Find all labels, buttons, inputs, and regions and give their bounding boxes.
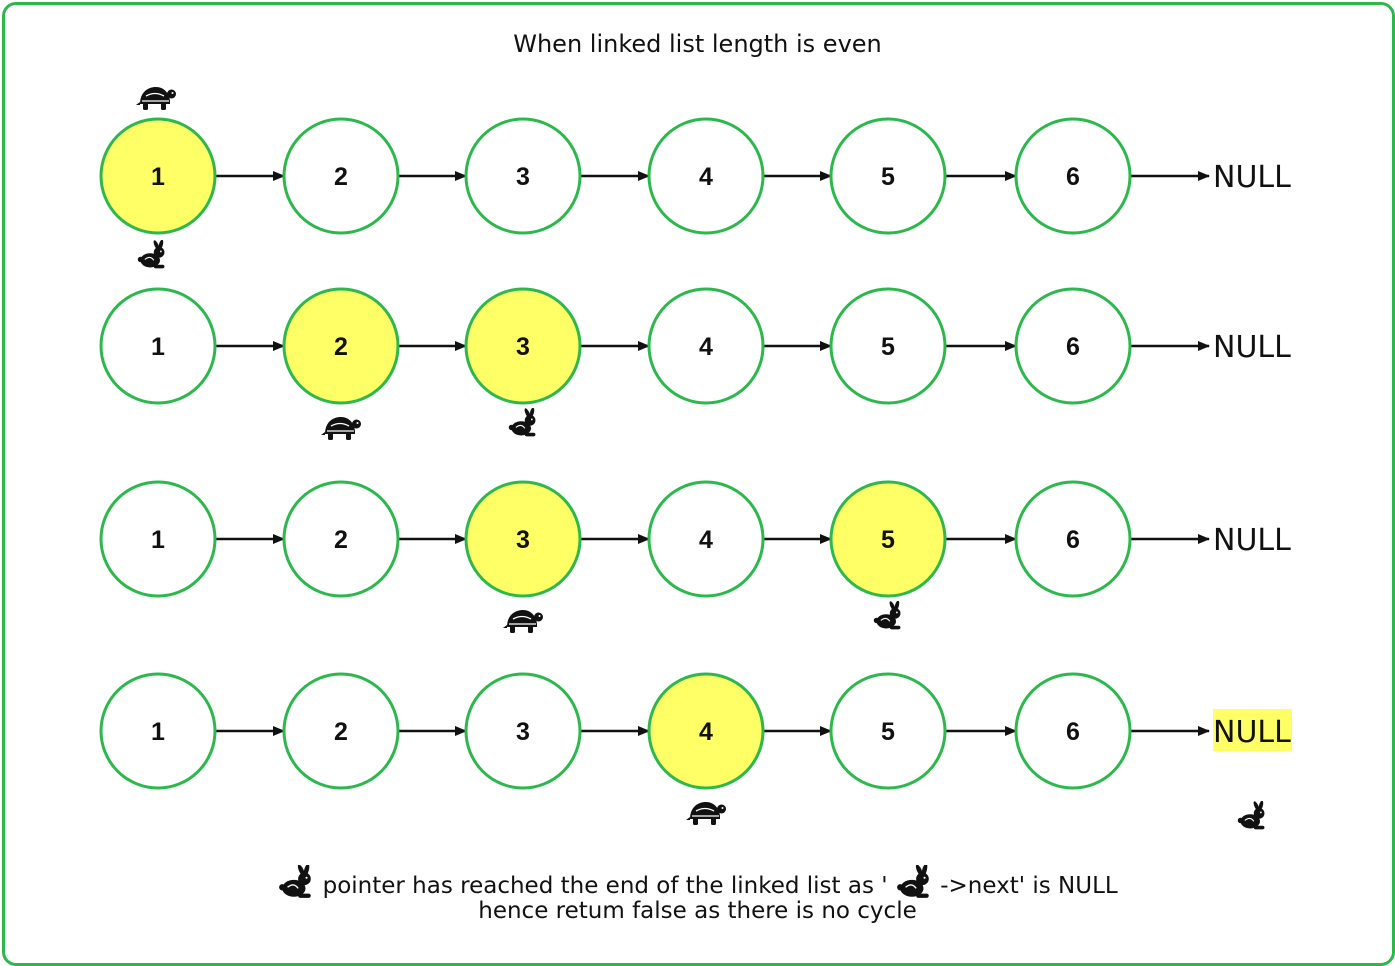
node-circle (99, 672, 217, 790)
rabbit-icon (1237, 801, 1266, 830)
node-circle (464, 117, 582, 235)
node-circle (464, 287, 582, 405)
node-label: 5 (881, 333, 895, 361)
null-label: NULL (1213, 160, 1291, 195)
node-circle (282, 287, 400, 405)
turtle-icon (136, 86, 176, 111)
node-circle (99, 480, 217, 598)
node-circle (99, 287, 217, 405)
footer-text-1: pointer has reached the end of the linke… (322, 873, 888, 899)
node-circle (99, 117, 217, 235)
rabbit-icon (137, 240, 166, 269)
node-label: 4 (699, 526, 713, 554)
node-label: 5 (881, 718, 895, 746)
list-row-1: 1 2 3 4 5 6 NULL (99, 86, 1291, 269)
node-circle (829, 117, 947, 235)
node-label: 3 (516, 526, 530, 554)
null-highlight (1213, 709, 1292, 751)
node-label: 3 (516, 163, 530, 191)
rabbit-icon (278, 865, 312, 899)
node-label: 4 (699, 163, 713, 191)
node-label: 6 (1066, 718, 1080, 746)
node-label: 3 (516, 333, 530, 361)
node-circle (1014, 117, 1132, 235)
null-label: NULL (1213, 330, 1291, 365)
node-circle (647, 480, 765, 598)
node-label: 6 (1066, 333, 1080, 361)
diagram-title: When linked list length is even (513, 30, 882, 58)
footer-line-2: hence retum false as there is no cycle (478, 898, 917, 924)
node-circle (464, 672, 582, 790)
list-row-3: 1 2 3 4 5 6 NULL (99, 480, 1291, 634)
null-label: NULL (1213, 715, 1291, 750)
node-circle (829, 672, 947, 790)
node-label: 1 (151, 526, 165, 554)
list-row-2: 1 2 3 4 5 6 NULL (99, 287, 1291, 441)
node-circle (1014, 287, 1132, 405)
node-circle (647, 117, 765, 235)
node-label: 3 (516, 718, 530, 746)
node-label: 6 (1066, 163, 1080, 191)
node-label: 6 (1066, 526, 1080, 554)
node-label: 1 (151, 333, 165, 361)
node-circle (282, 480, 400, 598)
rabbit-icon (508, 408, 537, 437)
node-label: 1 (151, 718, 165, 746)
footer-text-2: ->next' is NULL (940, 873, 1118, 899)
footer-line-1: pointer has reached the end of the linke… (0, 865, 1395, 899)
node-label: 4 (699, 333, 713, 361)
list-row-4: 1 2 3 4 5 6 NULL (99, 672, 1292, 830)
node-label: 2 (334, 163, 348, 191)
node-label: 1 (151, 163, 165, 191)
rabbit-icon (873, 601, 902, 630)
node-circle (464, 480, 582, 598)
node-label: 2 (334, 333, 348, 361)
rabbit-icon (896, 865, 930, 899)
node-label: 5 (881, 526, 895, 554)
node-circle (1014, 480, 1132, 598)
node-circle (282, 672, 400, 790)
turtle-icon (503, 609, 543, 634)
node-circle (1014, 672, 1132, 790)
turtle-icon (321, 416, 361, 441)
turtle-icon (686, 801, 726, 826)
node-label: 4 (699, 718, 713, 746)
node-label: 2 (334, 718, 348, 746)
node-circle (829, 287, 947, 405)
node-label: 5 (881, 163, 895, 191)
node-circle (282, 117, 400, 235)
node-circle (647, 287, 765, 405)
node-label: 2 (334, 526, 348, 554)
node-circle (829, 480, 947, 598)
node-circle (647, 672, 765, 790)
null-label: NULL (1213, 523, 1291, 558)
